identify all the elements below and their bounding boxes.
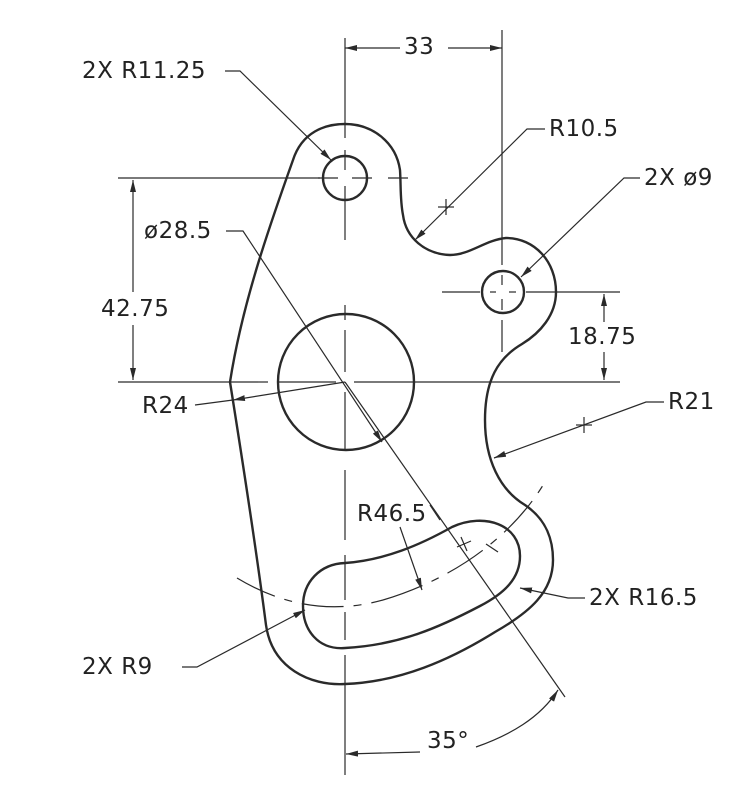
part-outline <box>228 122 558 686</box>
dim-slot-end-radius: 2X R16.5 <box>587 585 700 611</box>
dimension-lines <box>118 45 620 757</box>
dim-top-spacing: 33 <box>402 34 437 60</box>
dim-small-holes: 2X ø9 <box>642 165 715 191</box>
dim-right-arc-radius: R21 <box>666 389 717 415</box>
dim-top-boss-radius: 2X R11.25 <box>80 58 209 84</box>
dim-right-height: 18.75 <box>566 324 639 350</box>
dim-notch-radius: R10.5 <box>547 116 621 142</box>
leaders <box>182 70 664 668</box>
dim-slot-angle: 35° <box>425 728 472 754</box>
center-marks <box>438 199 592 553</box>
dim-center-hole: ø28.5 <box>142 218 214 244</box>
right-hole <box>480 269 526 315</box>
curved-slot <box>301 519 522 650</box>
dim-left-height: 42.75 <box>99 296 172 322</box>
dim-slot-inner-radius: 2X R9 <box>80 654 155 680</box>
dim-slot-radius: R46.5 <box>355 501 429 527</box>
dim-left-arc-radius: R24 <box>140 393 191 419</box>
